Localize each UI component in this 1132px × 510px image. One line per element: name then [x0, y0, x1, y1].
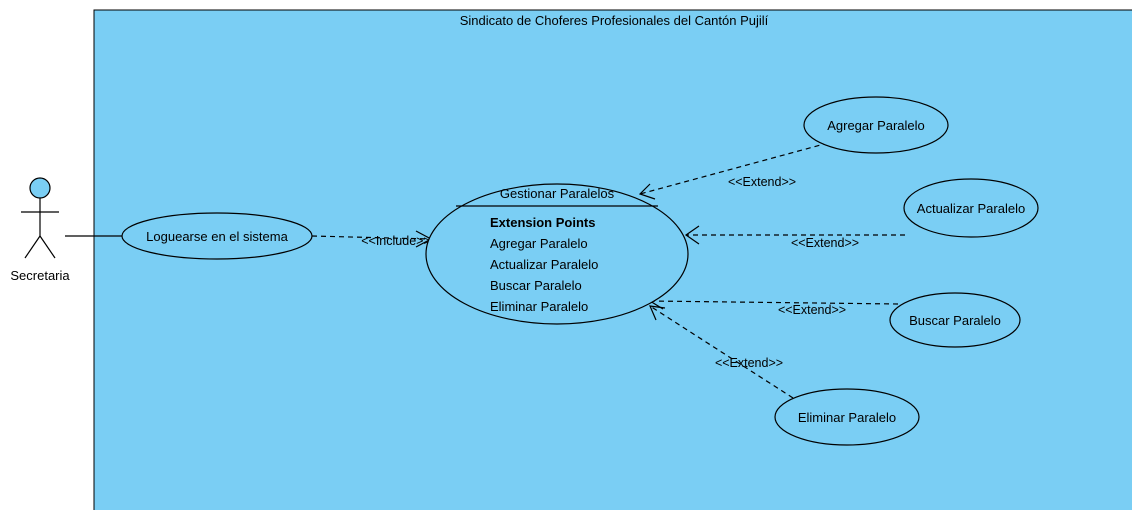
use-case-delete-label: Eliminar Paralelo — [798, 410, 896, 425]
use-case-delete[interactable]: Eliminar Paralelo — [774, 388, 920, 446]
extension-point: Agregar Paralelo — [490, 236, 588, 251]
extend-arrowhead-eliminar — [649, 305, 666, 321]
extend-label-eliminar: <<Extend>> — [715, 356, 783, 370]
extension-point: Eliminar Paralelo — [490, 299, 588, 314]
extend-label-buscar: <<Extend>> — [778, 303, 846, 317]
use-case-search-label: Buscar Paralelo — [909, 313, 1001, 328]
use-case-add[interactable]: Agregar Paralelo — [803, 96, 949, 154]
use-case-add-label: Agregar Paralelo — [827, 118, 925, 133]
actor-left-leg — [24, 235, 41, 259]
use-case-manage-label: Gestionar Paralelos — [500, 186, 615, 201]
use-case-update[interactable]: Actualizar Paralelo — [903, 178, 1039, 238]
use-case-manage[interactable]: Gestionar Paralelos Extension Points Agr… — [425, 183, 689, 325]
extension-point: Actualizar Paralelo — [490, 257, 598, 272]
use-case-add-shape — [803, 96, 949, 154]
use-case-login[interactable]: Loguearse en el sistema — [121, 212, 313, 260]
extend-arrowhead-agregar — [638, 183, 656, 200]
use-case-login-shape — [121, 212, 313, 260]
extend-label-actualizar: <<Extend>> — [791, 236, 859, 250]
actor-right-leg — [39, 235, 56, 259]
use-case-update-shape — [903, 178, 1039, 238]
actor-head — [29, 177, 51, 199]
system-title: Sindicato de Choferes Profesionales del … — [460, 13, 769, 28]
extension-point: Buscar Paralelo — [490, 278, 582, 293]
actor-secretaria[interactable]: Secretaria — [10, 177, 70, 283]
use-case-search[interactable]: Buscar Paralelo — [889, 292, 1021, 348]
include-line — [311, 235, 431, 240]
extend-label-agregar: <<Extend>> — [728, 175, 796, 189]
use-case-delete-shape — [774, 388, 920, 446]
actor-name: Secretaria — [10, 268, 70, 283]
extension-points-header: Extension Points — [490, 215, 595, 230]
include-label: <<Include>> — [361, 234, 431, 248]
extend-line-agregar — [639, 142, 829, 195]
extend-line-eliminar — [649, 305, 794, 399]
use-case-update-label: Actualizar Paralelo — [917, 201, 1025, 216]
extend-arrowhead-actualizar — [684, 225, 700, 245]
use-case-search-shape — [889, 292, 1021, 348]
use-case-login-label: Loguearse en el sistema — [146, 229, 288, 244]
use-case-manage-shape — [425, 183, 689, 325]
